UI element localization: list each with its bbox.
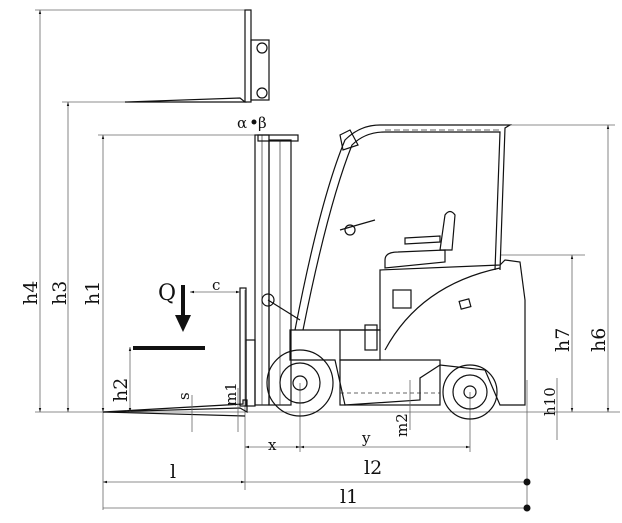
label-alpha: α — [237, 114, 247, 132]
overhead-guard — [294, 124, 513, 331]
label-l1: l1 — [340, 486, 358, 508]
label-Q: Q — [158, 281, 176, 306]
label-x: x — [268, 436, 277, 454]
load-indicator — [133, 285, 240, 350]
label-h4: h4 — [20, 281, 42, 305]
vertical-dimensions — [38, 10, 610, 440]
label-h1: h1 — [82, 281, 104, 305]
lowered-forks — [102, 287, 256, 417]
dimension-labels: h4 h3 h1 h2 s m1 m2 h10 h7 h6 Q c x y l … — [20, 114, 610, 508]
seat-and-steering — [339, 210, 456, 269]
reference-lines — [35, 9, 620, 510]
label-m2: m2 — [393, 413, 411, 437]
label-h2: h2 — [110, 378, 132, 402]
label-h10: h10 — [541, 387, 559, 416]
label-l2: l2 — [364, 457, 382, 479]
label-h3: h3 — [49, 281, 71, 305]
label-l: l — [170, 461, 176, 483]
label-h7: h7 — [552, 328, 574, 352]
horizontal-dimensions — [103, 119, 531, 512]
front-wheel — [266, 349, 334, 417]
mast — [254, 134, 301, 406]
label-s: s — [175, 392, 193, 400]
forklift-body — [289, 259, 526, 406]
label-c: c — [212, 276, 220, 294]
label-y: y — [361, 429, 371, 447]
label-m1: m1 — [222, 382, 240, 406]
label-h6: h6 — [588, 328, 610, 352]
label-beta: β — [258, 114, 267, 132]
raised-carriage — [124, 9, 270, 103]
rear-wheel — [442, 364, 498, 420]
